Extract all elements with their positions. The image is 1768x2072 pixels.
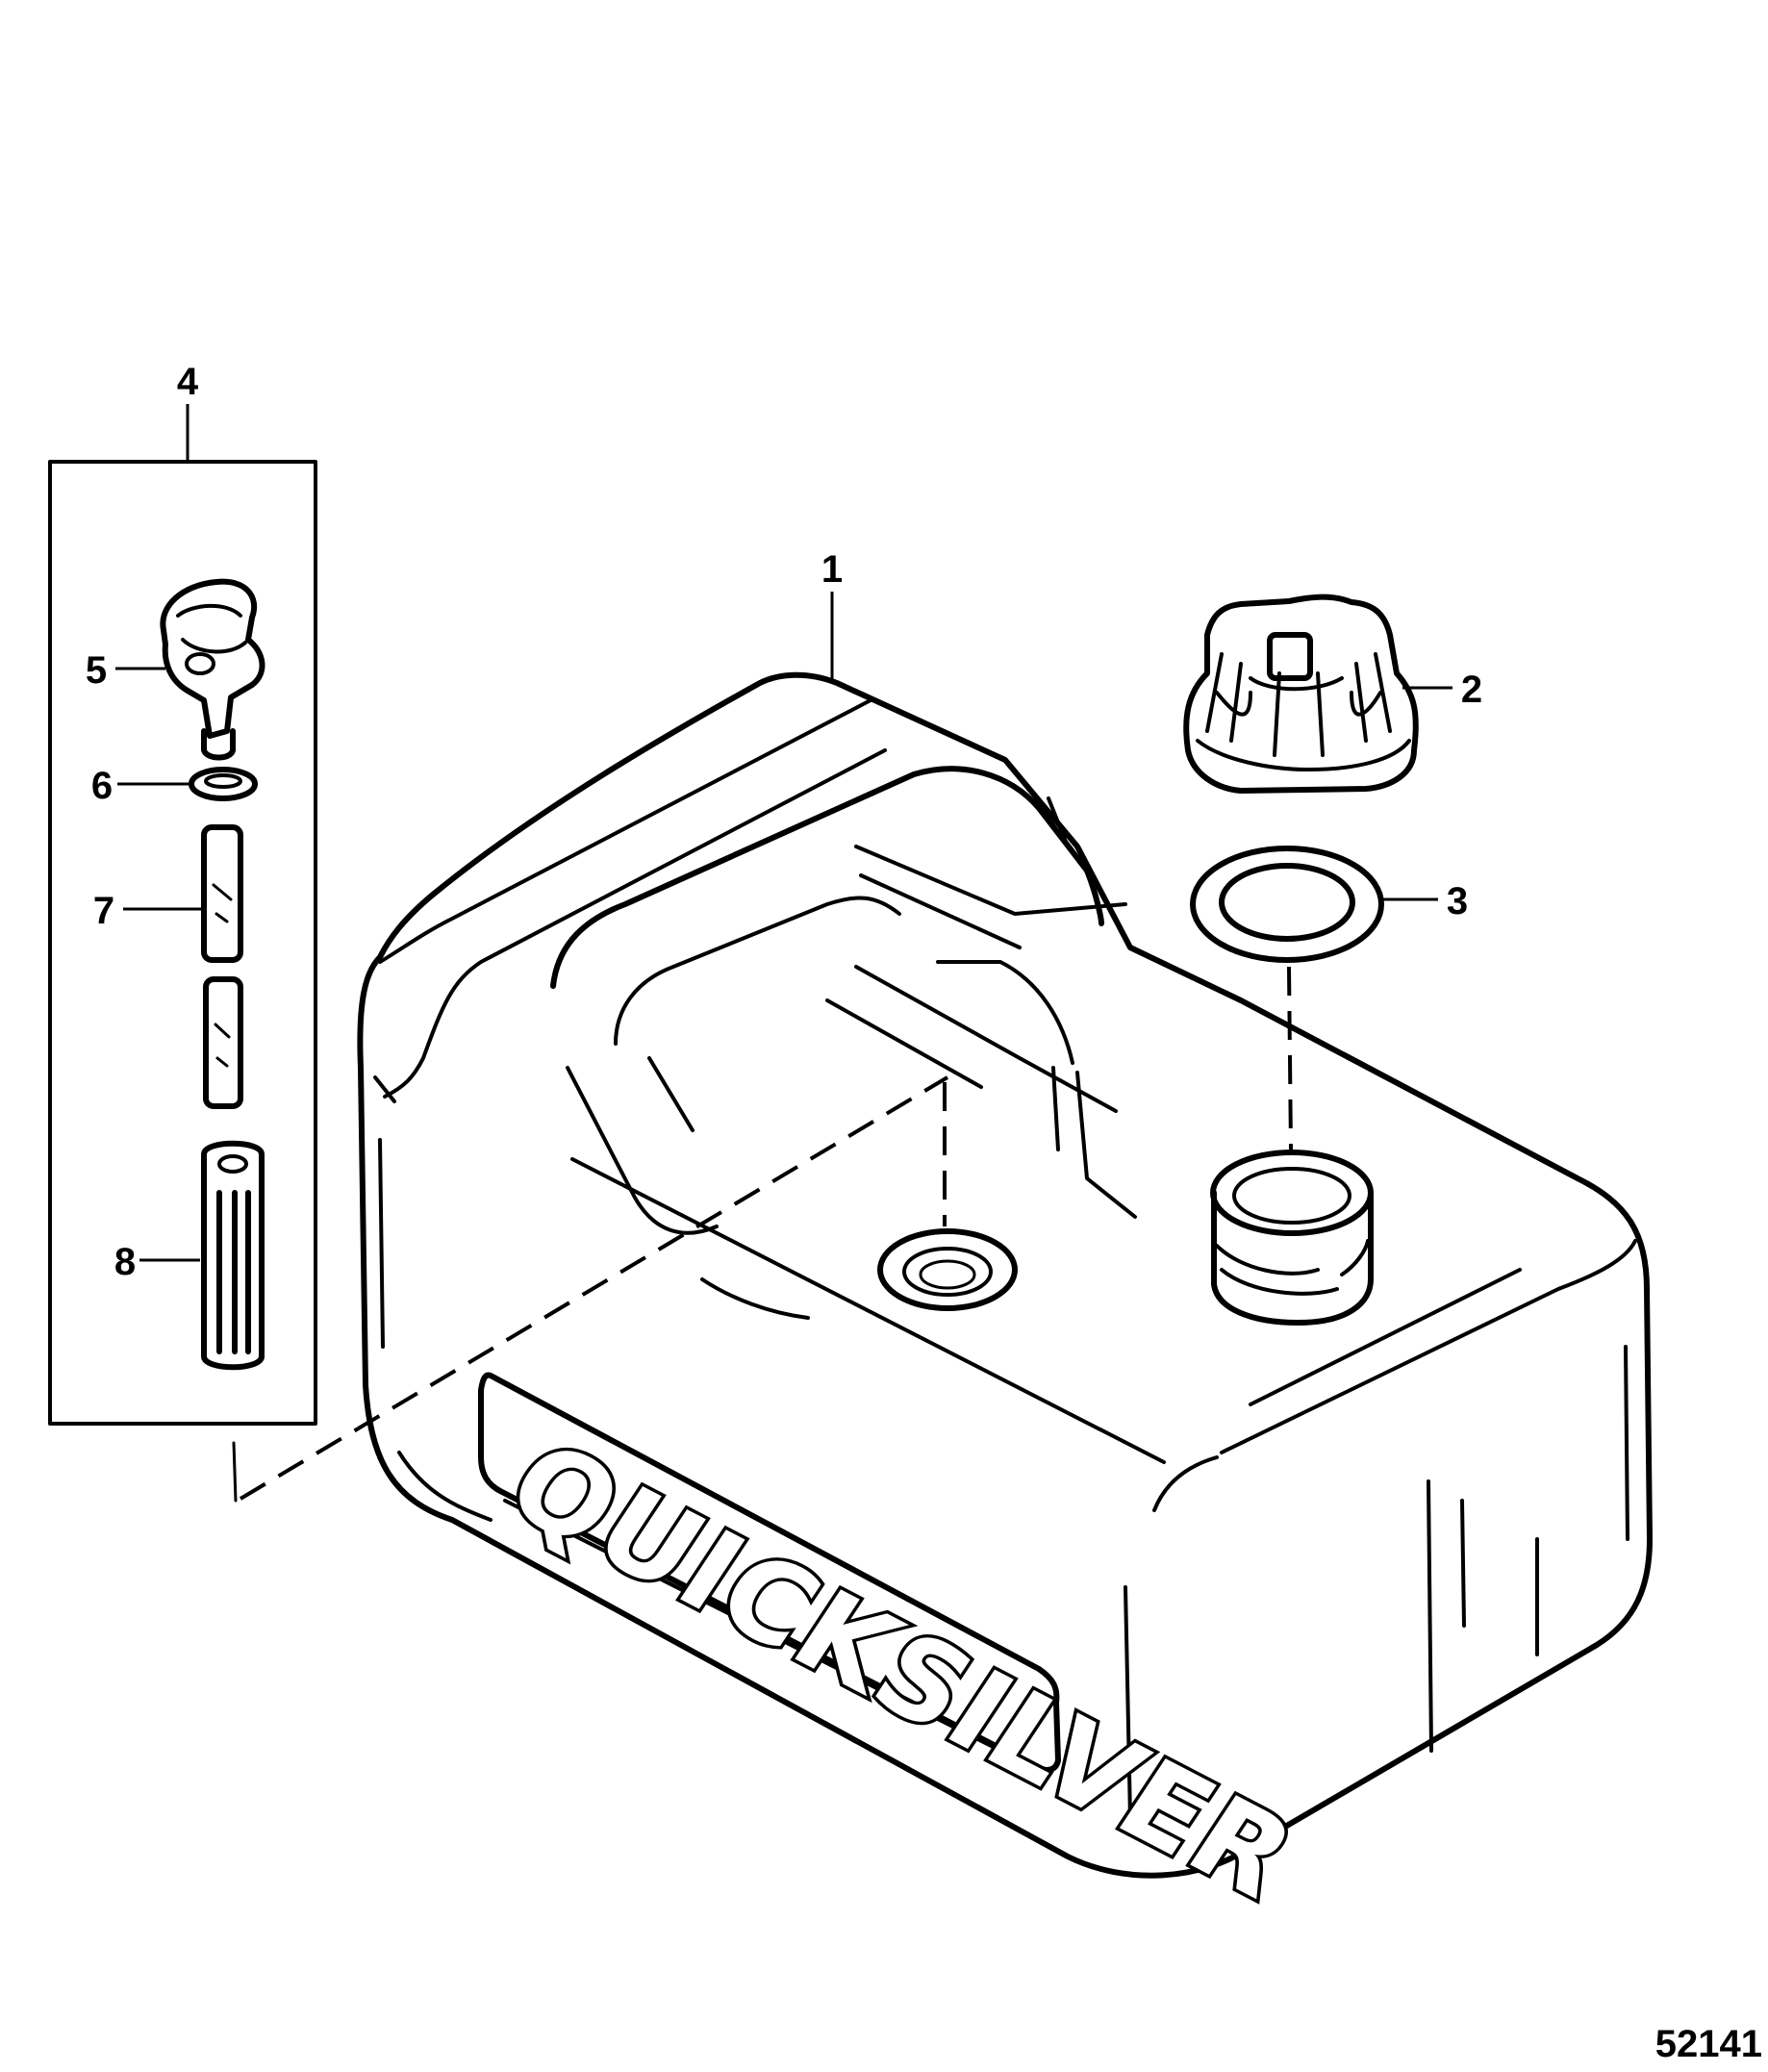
callout-7: 7 xyxy=(93,890,114,932)
fuel-tank: QUICKSILVER xyxy=(357,671,1653,1927)
kit-box xyxy=(48,460,317,1426)
fuel-filter xyxy=(201,1140,265,1371)
filler-cap xyxy=(1183,594,1419,794)
callout-8: 8 xyxy=(114,1241,136,1283)
callout-5: 5 xyxy=(86,649,107,692)
logo-plate: QUICKSILVER xyxy=(478,1372,1322,1927)
callout-4: 4 xyxy=(177,361,199,403)
callout-1: 1 xyxy=(821,548,843,591)
cap-gasket xyxy=(1190,846,1384,963)
callout-3: 3 xyxy=(1447,880,1468,922)
elbow-fitting xyxy=(160,578,265,761)
assembly-line xyxy=(239,1075,949,1501)
o-ring xyxy=(189,767,258,801)
pickup-tube xyxy=(201,824,243,1109)
callout-6: 6 xyxy=(91,765,113,807)
sender-port xyxy=(877,1228,1018,1311)
callout-2: 2 xyxy=(1461,669,1482,711)
fuel-pickup-kit: 4 5 6 7 xyxy=(48,361,317,1426)
figure-id: 52141 xyxy=(1655,2023,1762,2065)
filler-neck xyxy=(1210,1150,1374,1326)
brand-logo: QUICKSILVER xyxy=(486,1417,1319,1924)
